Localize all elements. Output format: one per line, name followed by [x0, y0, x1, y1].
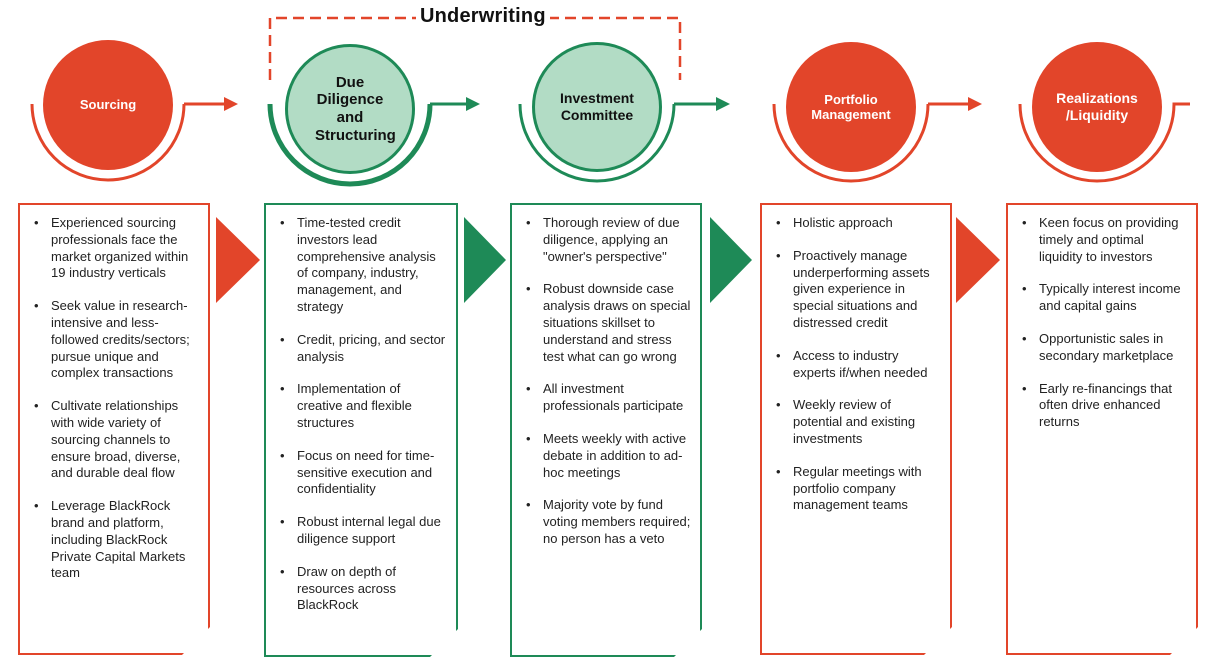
- triangle-2: [464, 217, 506, 303]
- portfolio-management-swoosh: [772, 103, 930, 183]
- bullet-list: Thorough review of due diligence, applyi…: [512, 205, 700, 548]
- bullet-item: Regular meetings with portfolio company …: [776, 464, 942, 514]
- stage-box-portfolio-management: Holistic approach Proactively manage und…: [760, 203, 952, 655]
- stage-circle-portfolio-management: Portfolio Management: [786, 42, 916, 172]
- bullet-item: Meets weekly with active debate in addit…: [526, 431, 692, 481]
- bullet-item: Weekly review of potential and existing …: [776, 397, 942, 447]
- triangle-4: [956, 217, 1000, 303]
- bullet-item: Time-tested credit investors lead compre…: [280, 215, 448, 316]
- stage-title: Portfolio Management: [811, 91, 891, 122]
- stage-title: Sourcing: [79, 97, 137, 113]
- stage-circle-realizations: Realizations /Liquidity: [1032, 42, 1162, 172]
- bullet-item: Cultivate relationships with wide variet…: [34, 398, 200, 482]
- bullet-list: Keen focus on providing timely and optim…: [1008, 205, 1196, 431]
- bullet-item: Credit, pricing, and sector analysis: [280, 332, 448, 366]
- investment-committee-arrow-head: [716, 97, 730, 111]
- investment-committee-swoosh: [518, 103, 676, 183]
- bullet-item: All investment professionals participate: [526, 381, 692, 415]
- stage-box-due-diligence: Time-tested credit investors lead compre…: [264, 203, 458, 657]
- triangle-1: [216, 217, 260, 303]
- stage-title: Realizations /Liquidity: [1056, 90, 1138, 123]
- stage-box-investment-committee: Thorough review of due diligence, applyi…: [510, 203, 702, 657]
- bullet-item: Keen focus on providing timely and optim…: [1022, 215, 1188, 265]
- underwriting-bracket: [268, 16, 682, 80]
- bullet-item: Proactively manage underperforming asset…: [776, 248, 942, 332]
- stage-title: Investment Committee: [560, 90, 634, 123]
- portfolio-management-arrow-head: [968, 97, 982, 111]
- sourcing-swoosh: [30, 103, 186, 182]
- bullet-item: Early re-financings that often drive enh…: [1022, 381, 1188, 431]
- stage-circle-investment-committee: Investment Committee: [532, 42, 662, 172]
- bullet-item: Seek value in research-intensive and les…: [34, 298, 200, 382]
- bullet-list: Holistic approach Proactively manage und…: [762, 205, 950, 514]
- sourcing-arrow-head: [224, 97, 238, 111]
- due-diligence-swoosh: [267, 103, 433, 187]
- underwriting-label: Underwriting: [416, 5, 550, 28]
- bullet-item: Typically interest income and capital ga…: [1022, 281, 1188, 315]
- stage-title: Due Diligence and Structuring: [315, 73, 396, 144]
- bullet-item: Implementation of creative and flexible …: [280, 381, 448, 431]
- bullet-item: Majority vote by fund voting members req…: [526, 497, 692, 547]
- realizations-swoosh: [1018, 102, 1190, 183]
- bullet-item: Holistic approach: [776, 215, 942, 232]
- bullet-item: Draw on depth of resources across BlackR…: [280, 564, 448, 614]
- stage-circle-sourcing: Sourcing: [43, 40, 173, 170]
- stage-box-realizations: Keen focus on providing timely and optim…: [1006, 203, 1198, 655]
- due-diligence-arrow-head: [466, 97, 480, 111]
- triangle-3: [710, 217, 752, 303]
- stage-circle-due-diligence: Due Diligence and Structuring: [285, 44, 415, 174]
- stage-box-sourcing: Experienced sourcing professionals face …: [18, 203, 210, 655]
- bullet-item: Focus on need for time-sensitive executi…: [280, 448, 448, 498]
- bullet-item: Experienced sourcing professionals face …: [34, 215, 200, 282]
- bullet-item: Access to industry experts if/when neede…: [776, 348, 942, 382]
- bullet-item: Robust downside case analysis draws on s…: [526, 281, 692, 365]
- bullet-list: Experienced sourcing professionals face …: [20, 205, 208, 582]
- bullet-list: Time-tested credit investors lead compre…: [266, 205, 456, 614]
- bullet-item: Opportunistic sales in secondary marketp…: [1022, 331, 1188, 365]
- bullet-item: Robust internal legal due diligence supp…: [280, 514, 448, 548]
- bullet-item: Leverage BlackRock brand and platform, i…: [34, 498, 200, 582]
- bullet-item: Thorough review of due diligence, applyi…: [526, 215, 692, 265]
